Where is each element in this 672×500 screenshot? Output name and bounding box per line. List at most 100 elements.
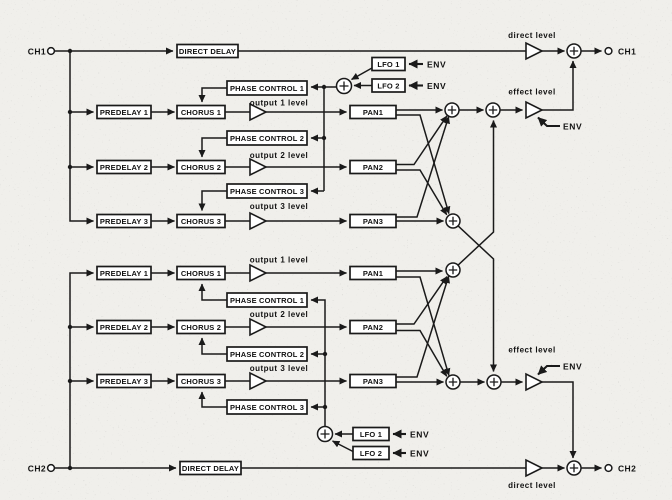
output3-level-amp-top (249, 211, 268, 231)
chorus2-label: CHORUS 2 (181, 163, 221, 172)
junction-dot (67, 48, 73, 54)
direct-level-amp-bottom (525, 458, 544, 478)
predelay2-block-bottom: PREDELAY 2 (96, 319, 152, 335)
predelay3-block-bottom: PREDELAY 3 (96, 373, 152, 389)
lfo2-label: LFO 2 (360, 449, 382, 458)
direct-delay-label: DIRECT DELAY (182, 464, 239, 473)
ch1-section: CH1 DIRECT DELAY PREDELAY 1 CHORUS 1 out… (28, 31, 636, 372)
pan2-block-bottom: PAN2 (349, 319, 397, 335)
output3-level-label-bottom: output 3 level (250, 364, 309, 373)
lfo-sum-node-bottom (316, 425, 334, 443)
phase-control3-block-bottom: PHASE CONTROL 3 (226, 399, 308, 415)
output1-level-label-top: output 1 level (250, 99, 309, 108)
predelay1-label: PREDELAY 1 (100, 108, 148, 117)
predelay3-block-top: PREDELAY 3 (96, 213, 152, 229)
phase-control2-label: PHASE CONTROL 2 (230, 134, 304, 143)
pan2-label: PAN2 (363, 323, 383, 332)
wire-pc3-to-chorus3 (198, 190, 227, 211)
wire-lfosum-to-pc1 (310, 296, 326, 427)
env-label: ENV (427, 60, 446, 70)
chorus3-label: CHORUS 3 (181, 217, 221, 226)
chorus3-label: CHORUS 3 (181, 377, 221, 386)
effect-level-label-bottom: effect level (508, 346, 555, 355)
lfo2-block-top: LFO 2 (371, 78, 406, 93)
output3-level-amp-bottom (249, 371, 268, 391)
predelay1-block-top: PREDELAY 1 (96, 104, 152, 120)
ch2-output-terminal (604, 463, 613, 473)
predelay1-block-bottom: PREDELAY 1 (96, 265, 152, 281)
ch1-output-terminal (604, 46, 613, 56)
pan3-label: PAN3 (363, 217, 383, 226)
wire-topbank-to-ch2 (457, 225, 497, 372)
lfo-sum-node-top (335, 77, 353, 95)
pan2-block-top: PAN2 (349, 159, 397, 175)
wire-effect-out-bottom (542, 381, 577, 459)
wire-pc1-to-chorus1 (198, 283, 227, 301)
output1-level-amp-bottom (249, 263, 268, 283)
chorus1-block-bottom: CHORUS 1 (176, 265, 226, 281)
pan3-block-top: PAN3 (349, 213, 397, 229)
phase-control3-label: PHASE CONTROL 3 (230, 403, 304, 412)
wire-pan2-down (396, 329, 448, 377)
predelay3-label: PREDELAY 3 (100, 377, 148, 386)
lfo1-label: LFO 1 (360, 430, 382, 439)
predelay3-label: PREDELAY 3 (100, 217, 148, 226)
predelay2-label: PREDELAY 2 (100, 323, 148, 332)
output1-level-label-bottom: output 1 level (250, 256, 309, 265)
env-label: ENV (427, 81, 446, 91)
chorus2-block-top: CHORUS 2 (176, 159, 226, 175)
wire-pc2-to-chorus2 (198, 137, 227, 158)
ch2-output-label: CH2 (618, 464, 636, 474)
direct-level-label-top: direct level (508, 31, 556, 40)
output2-level-label-top: output 2 level (250, 151, 309, 160)
wire-ch2-split (69, 269, 94, 468)
wire-pan2-up (396, 276, 448, 325)
chorus2-label: CHORUS 2 (181, 323, 221, 332)
chorus3-block-top: CHORUS 3 (176, 213, 226, 229)
pan3-block-bottom: PAN3 (349, 373, 397, 389)
env-arrow-effect-top (537, 116, 560, 128)
output3-level-label-top: output 3 level (250, 202, 309, 211)
effect-level-amp-bottom (525, 372, 544, 392)
wire-pc2-to-chorus2 (198, 337, 227, 355)
phase-control1-block-top: PHASE CONTROL 1 (226, 80, 308, 96)
ch2-input-label: CH2 (28, 464, 46, 474)
wire-pan3-up (396, 275, 450, 378)
lfo1-block-bottom: LFO 1 (352, 426, 390, 442)
chorus3-block-bottom: CHORUS 3 (176, 373, 226, 389)
direct-level-amp-top (525, 41, 544, 61)
chorus1-label: CHORUS 1 (181, 269, 221, 278)
predelay2-block-top: PREDELAY 2 (96, 159, 152, 175)
ch2-section: CH2 DIRECT DELAY PREDELAY 1 CHORUS 1 out… (28, 256, 636, 491)
env-label: ENV (563, 122, 582, 132)
env-label: ENV (410, 430, 429, 440)
output2-level-amp-bottom (249, 317, 268, 337)
chorus2-block-bottom: CHORUS 2 (176, 319, 226, 335)
ch1-output-label: CH1 (618, 47, 636, 57)
wire-pc3-to-chorus3 (198, 391, 227, 408)
wire-pc1-to-chorus1 (198, 87, 227, 103)
predelay2-label: PREDELAY 2 (100, 163, 148, 172)
ch1-input-label: CH1 (28, 47, 46, 57)
junction-dot (67, 465, 73, 471)
pan2-label: PAN2 (363, 163, 383, 172)
env-arrow-effect-bottom (537, 364, 560, 376)
direct-delay-block-bottom: DIRECT DELAY (179, 460, 242, 476)
sum-node-ch1-a (444, 102, 460, 118)
direct-delay-block-top: DIRECT DELAY (176, 43, 239, 59)
pan3-label: PAN3 (363, 377, 383, 386)
phase-control1-block-bottom: PHASE CONTROL 1 (226, 292, 308, 308)
wire-ch1-split (69, 51, 94, 225)
sum-node-ch1-from-bottom-bank (445, 262, 461, 278)
wire-pan3-up (396, 116, 450, 218)
sum-node-ch2-out (566, 460, 582, 476)
pan1-block-top: PAN1 (349, 104, 397, 120)
phase-control1-label: PHASE CONTROL 1 (230, 296, 304, 305)
chorus1-block-top: CHORUS 1 (176, 104, 226, 120)
sum-node-ch1-b (485, 102, 501, 118)
sum-node-ch2-b (486, 374, 502, 390)
effect-level-amp-top (525, 100, 544, 120)
